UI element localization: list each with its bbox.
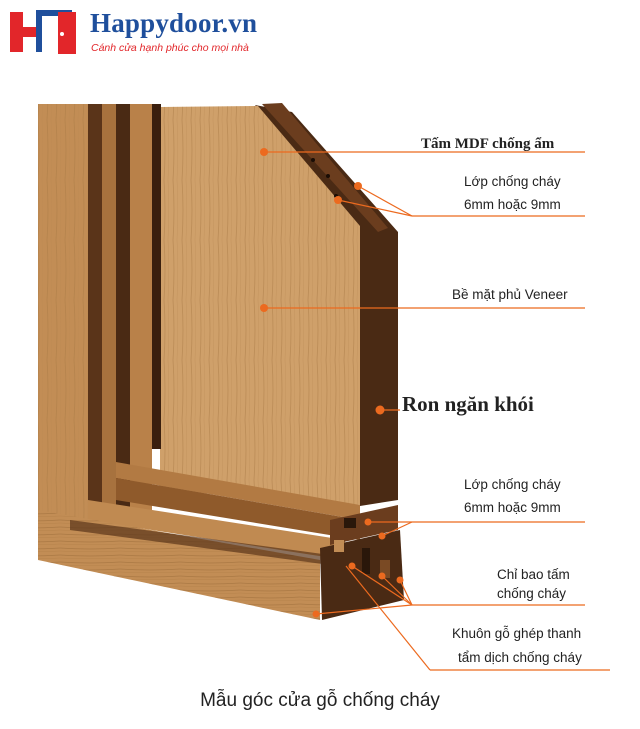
callout-trim-2: chống cháy (497, 586, 567, 601)
brand-logo (10, 10, 76, 54)
brand-name[interactable]: Happydoor.vn (90, 8, 258, 38)
door-corner-illustration (38, 103, 404, 620)
callout-mdf: Tấm MDF chống ẩm (421, 136, 555, 152)
callout-smoke-seal: Ron ngăn khói (402, 392, 534, 416)
callout-fire-layer-bottom-1: Lớp chống cháy (464, 477, 561, 492)
leader-dots (260, 148, 404, 618)
callout-veneer: Bề mặt phủ Veneer (452, 287, 568, 302)
callout-frame-1: Khuôn gỗ ghép thanh (452, 626, 582, 641)
callout-fire-layer-bottom-2: 6mm hoặc 9mm (464, 500, 561, 515)
callout-fire-layer-top-2: 6mm hoặc 9mm (464, 197, 561, 212)
callout-trim-1: Chỉ bao tấm (497, 567, 570, 582)
leader-lines (264, 151, 610, 671)
callout-frame-2: tẩm dịch chống cháy (458, 650, 582, 665)
diagram-caption: Mẫu góc cửa gỗ chống cháy (200, 690, 440, 711)
callout-fire-layer-top-1: Lớp chống cháy (464, 174, 561, 189)
brand-tagline: Cánh cửa hạnh phúc cho mọi nhà (91, 42, 249, 54)
